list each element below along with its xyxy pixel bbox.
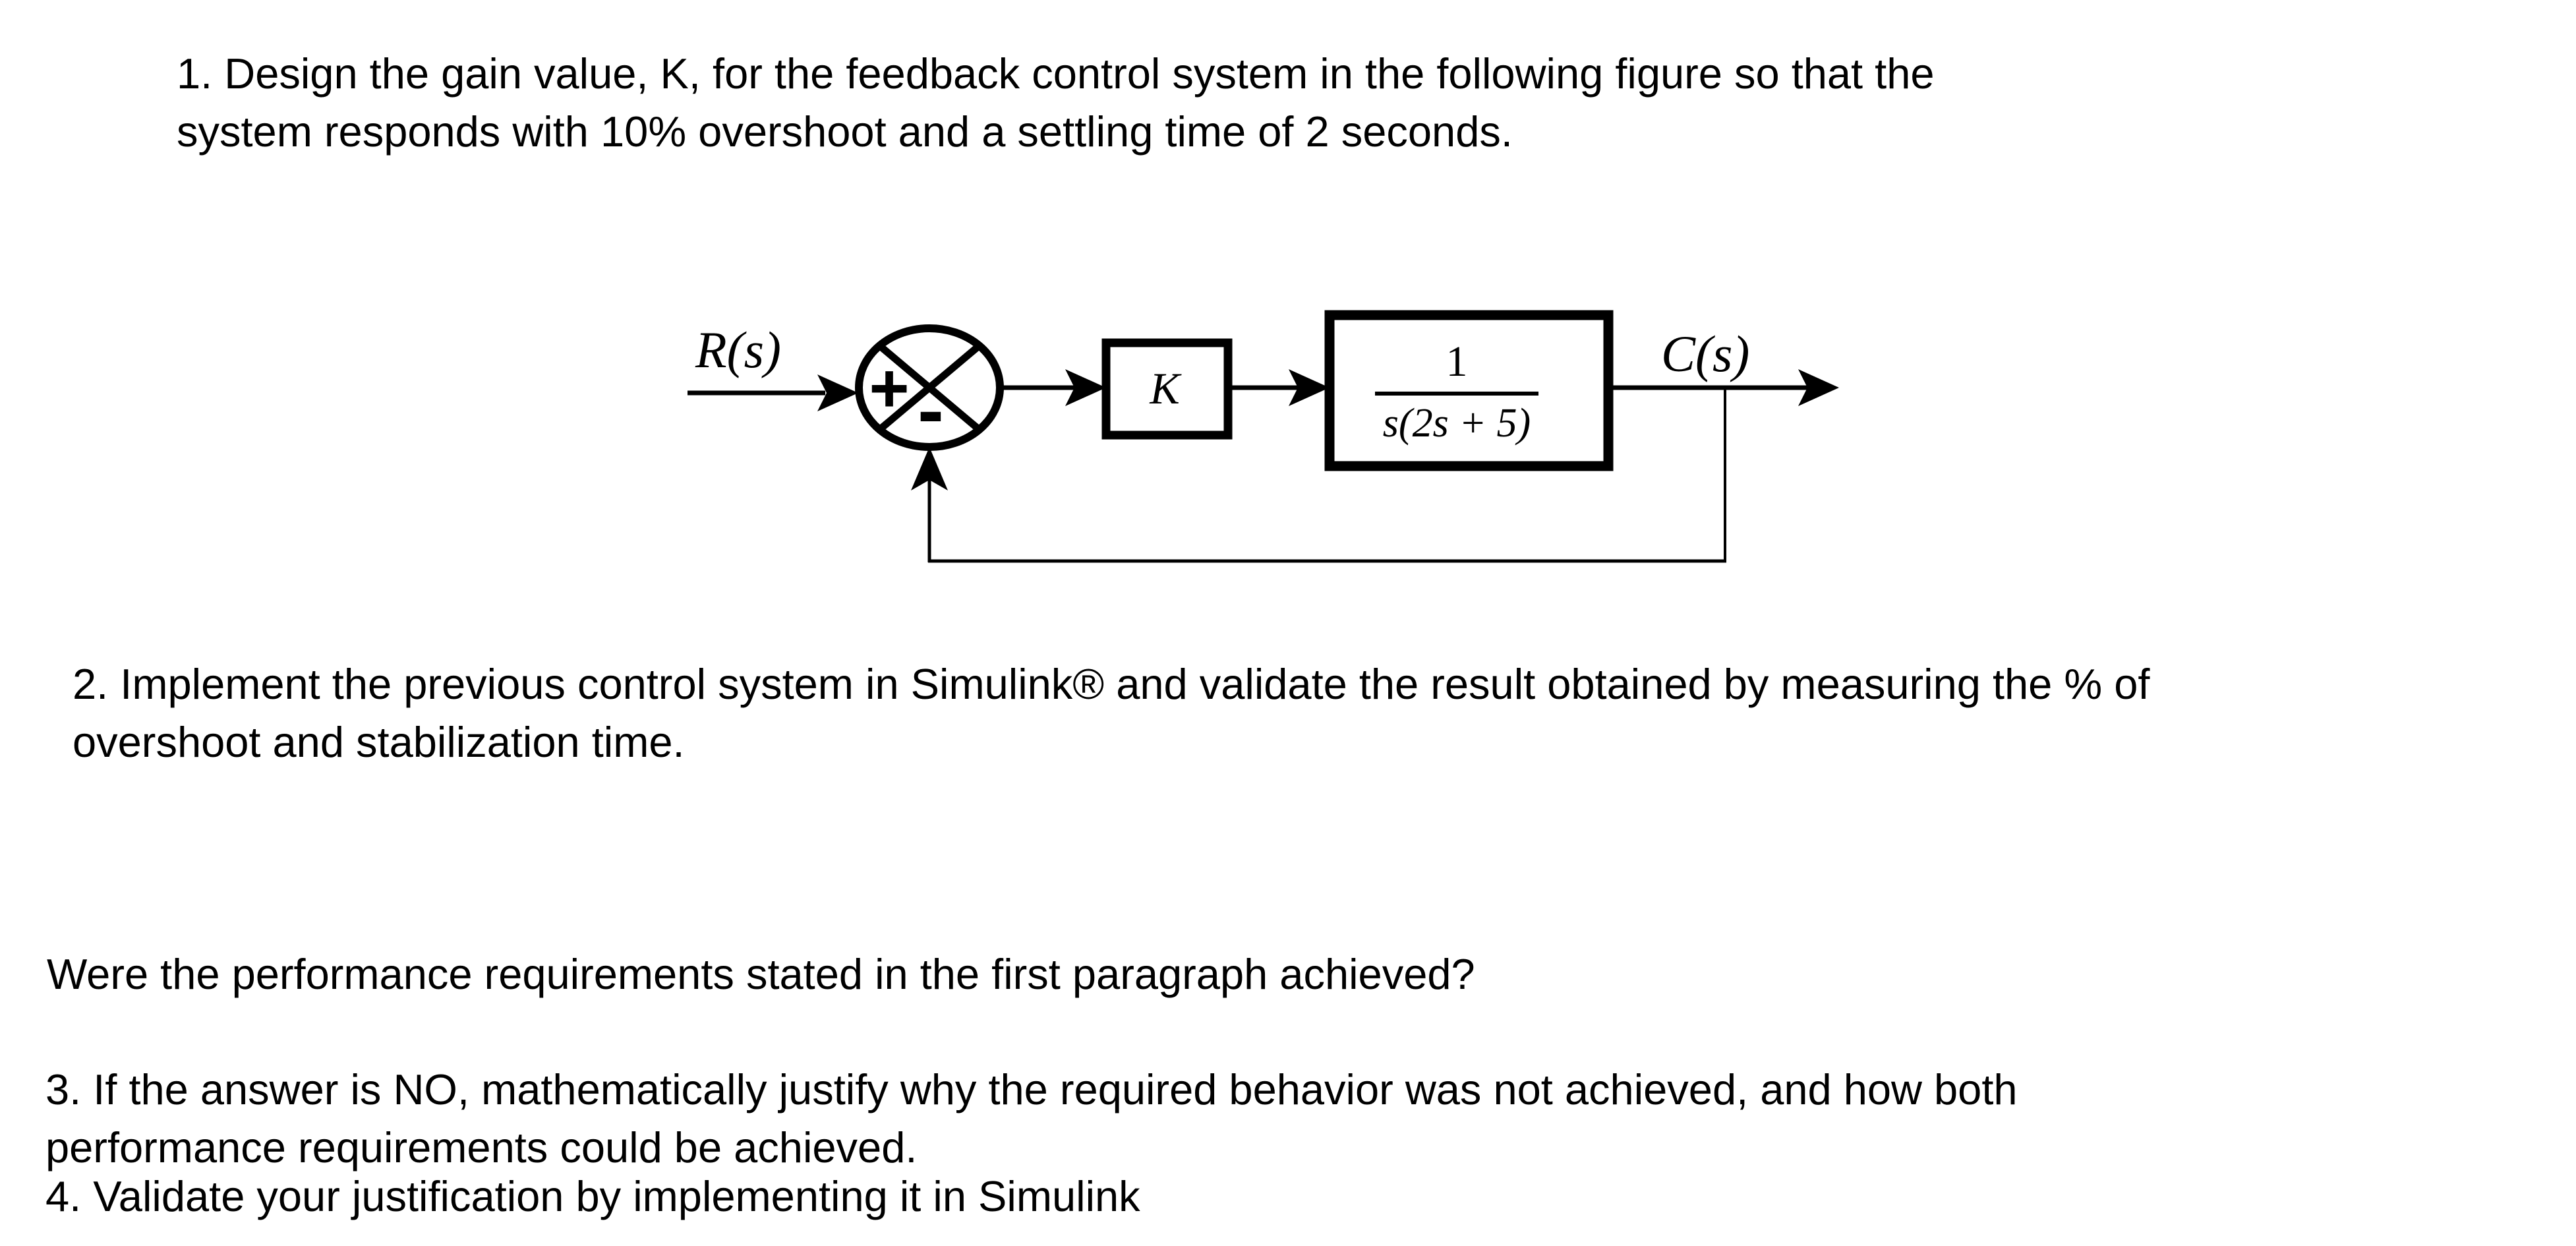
question-text: Were the performance requirements stated… [47,950,1475,998]
input-arrowhead-icon [817,374,858,411]
plant-block [1324,310,1614,471]
gain-to-plant-arrowhead-icon [1289,369,1330,406]
plant-transfer-function-denominator: s(2s + 5) [1383,401,1531,446]
feedback-arrowhead-icon [911,447,948,490]
plant-transfer-function-numerator: 1 [1446,338,1468,386]
problem-1-text: 1. Design the gain value, K, for the fee… [177,49,1935,156]
summing-junction-cross-line-2 [877,342,982,433]
problem-3-text: 3. If the answer is NO, mathematically j… [45,1065,2018,1172]
output-signal-label: C(s) [1661,325,1749,382]
sum-to-gain-arrowhead-icon [1065,369,1106,406]
input-signal-label: R(s) [695,321,781,378]
problem-2-text: 2. Implement the previous control system… [73,660,2150,766]
plus-sign: + [869,350,909,427]
problem-4-text: 4. Validate your justification by implem… [45,1172,1140,1220]
output-arrowhead-icon [1798,369,1839,406]
gain-block [1101,338,1233,440]
gain-block-label: K [1149,363,1182,413]
minus-sign: - [918,366,944,454]
